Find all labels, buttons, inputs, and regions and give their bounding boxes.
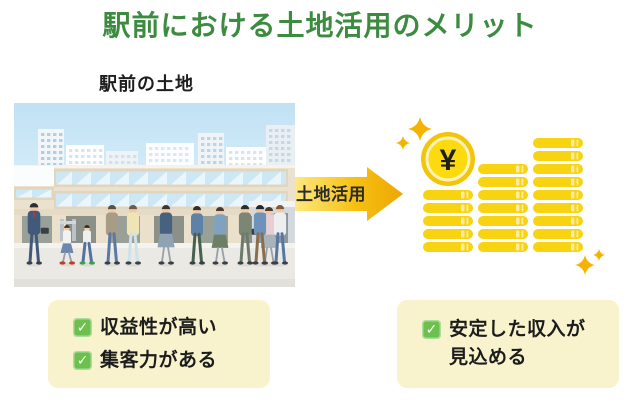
person-figure xyxy=(157,205,175,267)
person-figure xyxy=(26,203,49,267)
coin-stacks xyxy=(423,138,583,252)
page-title: 駅前における土地活用のメリット xyxy=(102,10,538,41)
coins-scene: ¥ xyxy=(396,117,605,275)
person-figure xyxy=(252,205,268,267)
person-figure xyxy=(272,205,288,267)
sparkle-icon xyxy=(396,136,410,150)
land-use-arrow: 土地活用 xyxy=(295,167,403,221)
coin-stack xyxy=(423,190,473,252)
benefit-box-right: ✓ 安定した収入が 見込める xyxy=(397,300,619,388)
station-land-label: 駅前の土地 xyxy=(99,74,194,94)
yen-symbol: ¥ xyxy=(440,144,457,177)
arrow-shape xyxy=(295,167,403,221)
checklist-item: ✓ 安定した収入が 見込める xyxy=(422,316,607,371)
checkbox-icon: ✓ xyxy=(73,317,92,337)
station-illustration xyxy=(14,103,295,287)
checklist-item: ✓ 収益性が高い xyxy=(73,314,258,342)
background-buildings xyxy=(38,125,295,169)
sparkle-icon xyxy=(408,117,432,141)
coin-stack xyxy=(533,138,583,252)
station-scene xyxy=(14,103,295,287)
station-building xyxy=(14,165,295,215)
benefit-box-left: ✓ 収益性が高い ✓ 集客力がある xyxy=(48,300,270,388)
checklist-item-label: 集客力がある xyxy=(100,349,218,371)
yen-coin: ¥ xyxy=(421,132,475,186)
person-figure xyxy=(211,207,229,267)
coin-stack xyxy=(478,164,528,252)
person-figure xyxy=(104,205,120,267)
sparkles xyxy=(396,117,605,275)
checkbox-icon: ✓ xyxy=(422,320,441,340)
person-figure xyxy=(125,205,141,267)
people-crowd xyxy=(26,203,288,267)
coins-illustration: ¥ xyxy=(396,117,605,275)
checklist-item-label: 安定した収入が 見込める xyxy=(449,319,586,368)
person-figure xyxy=(189,206,205,267)
sparkle-icon xyxy=(575,255,595,275)
person-figure xyxy=(59,225,75,267)
person-figure xyxy=(79,225,95,267)
sparkle-icon xyxy=(593,249,605,261)
arrow-label: 土地活用 xyxy=(296,184,366,204)
checklist-item: ✓ 集客力がある xyxy=(73,347,258,375)
checklist-item-label: 収益性が高い xyxy=(100,316,218,338)
checkbox-icon: ✓ xyxy=(73,350,92,370)
